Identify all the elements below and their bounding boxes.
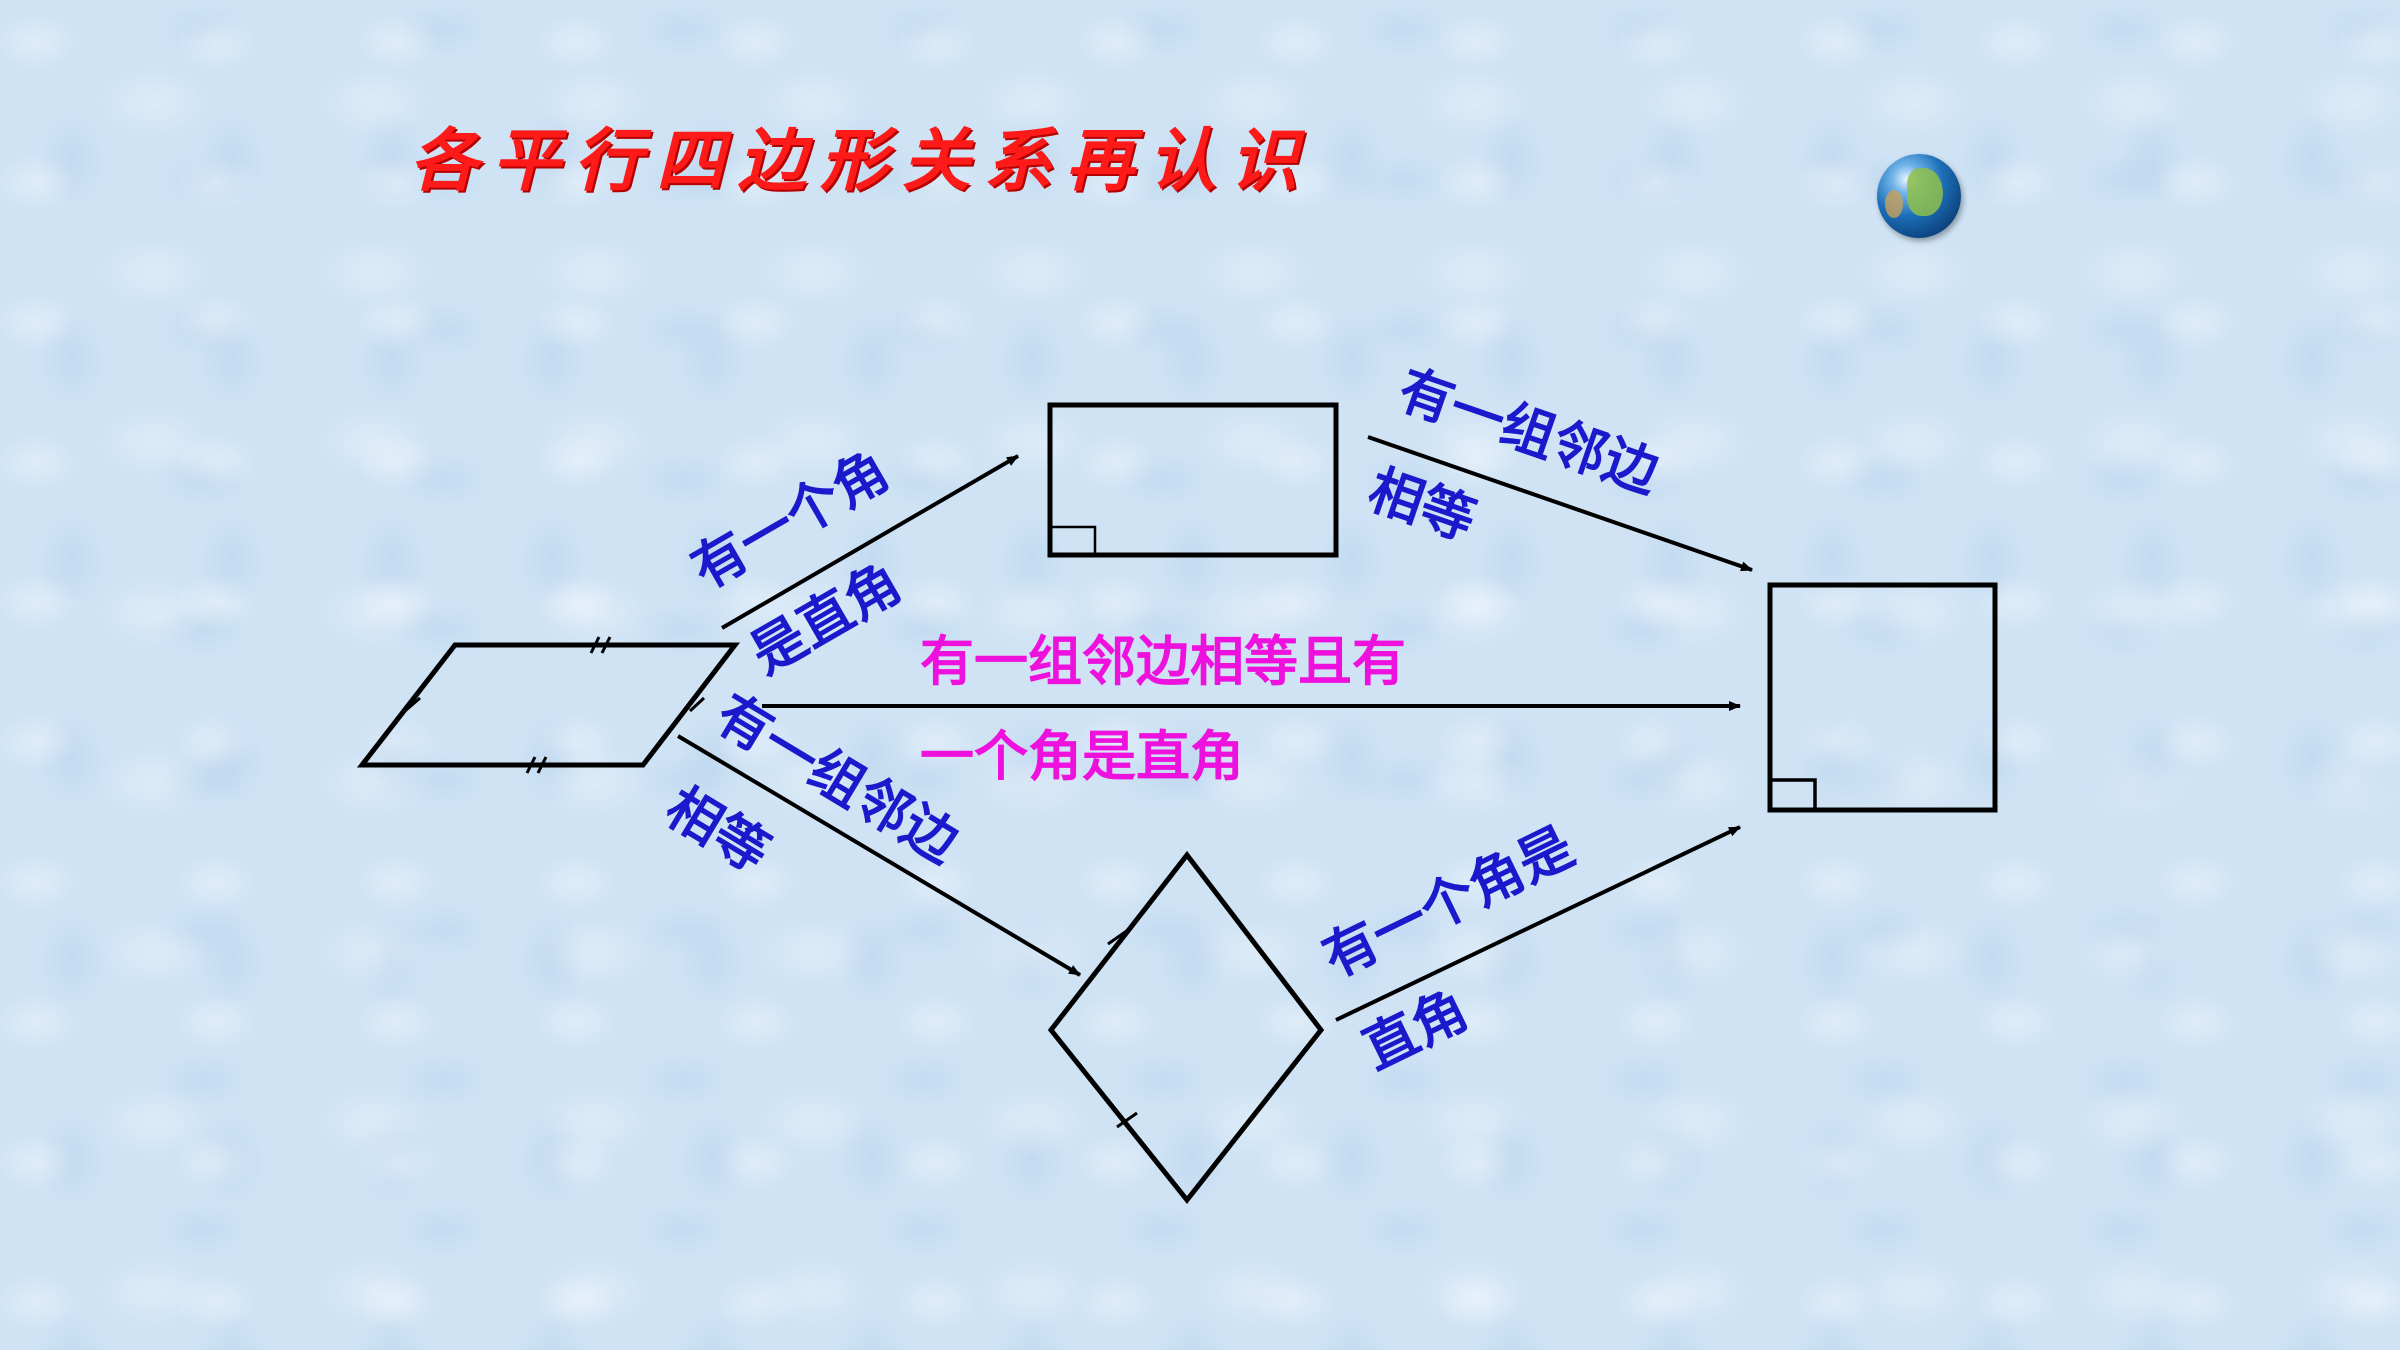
label-rhombus-to-square-line2: 直角	[1353, 978, 1478, 1082]
arrow-parallelogram-to-rhombus	[676, 734, 1082, 977]
arrow-rectangle-to-square	[1367, 435, 1753, 572]
page-title: 各平行四边形关系再认识	[410, 121, 1313, 201]
globe-icon	[1877, 154, 1961, 238]
label-rhombus-to-square-line1: 有一个角是	[1313, 815, 1583, 990]
arrow-parallelogram-to-rectangle	[720, 454, 1020, 630]
label-para-to-square-line1: 有一组邻边相等且有	[920, 630, 1406, 693]
rectangle-shape	[1047, 402, 1339, 558]
arrow-rhombus-to-square	[1335, 825, 1741, 1022]
label-para-to-rhombus-line2: 相等	[655, 775, 780, 885]
label-para-to-rect-line2: 是直角	[740, 551, 912, 687]
rhombus-shape	[1047, 850, 1325, 1205]
parallelogram-shape	[356, 636, 741, 774]
label-para-to-square-line2: 一个角是直角	[920, 725, 1244, 788]
square-shape	[1767, 582, 1998, 813]
